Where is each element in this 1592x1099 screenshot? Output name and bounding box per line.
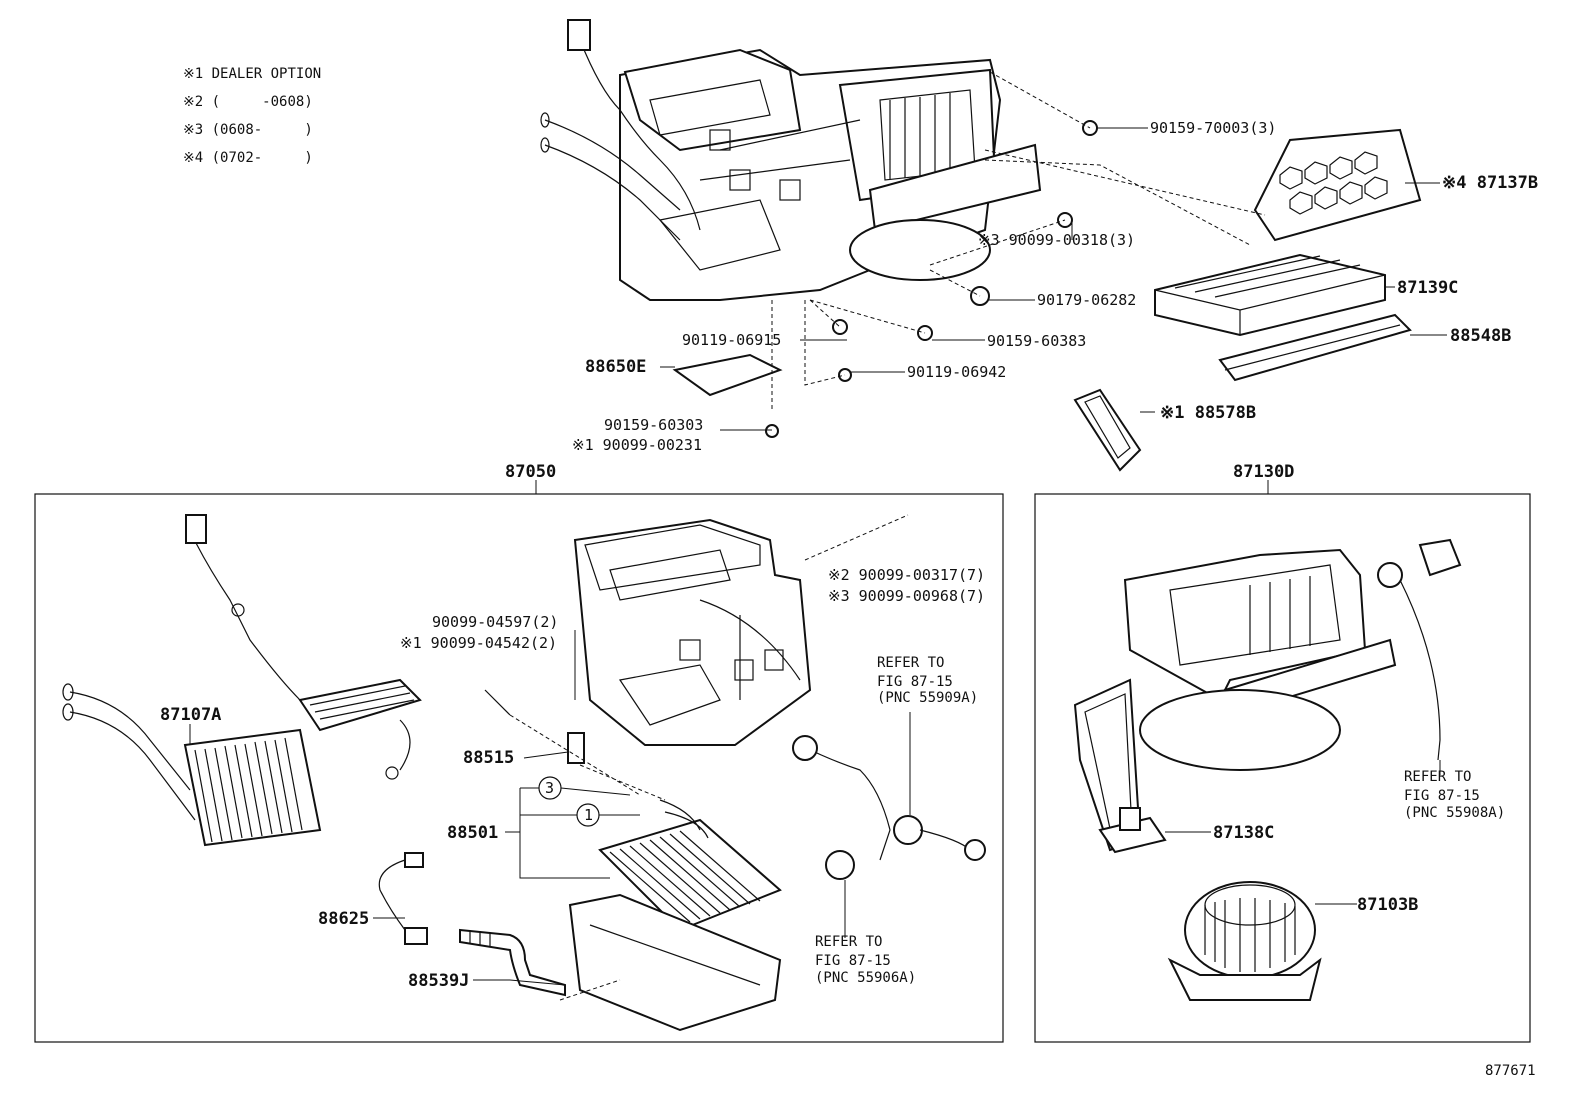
label-88650E: 88650E (585, 357, 646, 377)
heater-case-87050 (573, 518, 812, 746)
servo-motors-87050 (792, 735, 986, 880)
expansion-valve-88515 (484, 689, 585, 764)
ref-55909-line2: FIG 87-15 (877, 674, 953, 690)
heater-core-87107A (62, 683, 322, 847)
legend-1: ※1 DEALER OPTION (183, 66, 321, 82)
callout-1: 1 (584, 806, 593, 824)
leader-lines-top (660, 127, 1447, 431)
hvac-assembly-top (540, 19, 1042, 301)
label-88515: 88515 (463, 748, 514, 768)
filter-cover-87137B (1253, 128, 1422, 242)
ref-55908-line2: FIG 87-15 (1404, 788, 1480, 804)
harness-and-sensor (185, 514, 422, 780)
ref-55908-line1: REFER TO (1404, 769, 1471, 785)
blower-motor-87103B (1167, 881, 1322, 1001)
callout-3: 3 (545, 779, 554, 797)
label-88539J: 88539J (408, 971, 469, 991)
section-87130D: 87130D (1034, 462, 1531, 1043)
label-88501: 88501 (447, 823, 498, 843)
evaporator-88501 (598, 799, 782, 932)
label-88548B: 88548B (1450, 326, 1511, 346)
filter-frame-88548B (1218, 313, 1412, 382)
ref-55909-line1: REFER TO (877, 655, 944, 671)
labels-top: 90159-70003(3) ※4 87137B ※3 90099-00318(… (572, 119, 1538, 454)
servo-motor-87130D (1377, 538, 1462, 761)
label-87050: 87050 (505, 462, 556, 482)
label-90099-04597: 90099-04597(2) (432, 613, 558, 631)
dashed-leaders-top (771, 71, 1266, 410)
resistor-87138C (1098, 807, 1167, 854)
ref-55906-line3: (PNC 55906A) (815, 970, 916, 986)
dashed-leaders-87050 (509, 514, 909, 1001)
air-filter-87139C (1154, 253, 1386, 337)
label-90159-60383: 90159-60383 (987, 332, 1086, 350)
ref-55906-line2: FIG 87-15 (815, 953, 891, 969)
drain-hose-88539J (459, 928, 566, 997)
label-90159-70003: 90159-70003(3) (1150, 119, 1276, 137)
ref-55909-line3: (PNC 55909A) (877, 690, 978, 706)
label-90179-06282: 90179-06282 (1037, 291, 1136, 309)
callouts-87050: 3 1 (505, 776, 640, 879)
section-87050: 87050 (34, 462, 1004, 1043)
legend: ※1 DEALER OPTION ※2 ( -0608) ※3 (0608- )… (183, 66, 321, 166)
ref-55906-line1: REFER TO (815, 934, 882, 950)
figure-id: 877671 (1485, 1063, 1536, 1079)
lower-case (568, 893, 782, 1032)
label-90099-00968: ※3 90099-00968(7) (828, 587, 985, 605)
label-88578B: ※1 88578B (1160, 403, 1256, 423)
labels-87050: ※2 90099-00317(7) ※3 90099-00968(7) 9009… (160, 566, 985, 991)
legend-4: ※4 (0702- ) (183, 150, 313, 166)
label-88625: 88625 (318, 909, 369, 929)
label-90119-06915: 90119-06915 (682, 331, 781, 349)
label-90099-00318: ※3 90099-00318(3) (978, 231, 1135, 249)
label-90159-60303: 90159-60303 (604, 416, 703, 434)
blower-unit-87130D (1073, 548, 1397, 852)
label-87103B: 87103B (1357, 895, 1418, 915)
seal-88578B (1073, 388, 1142, 472)
label-87139C: 87139C (1397, 278, 1458, 298)
thermistor-88625 (378, 852, 428, 945)
label-90099-00317: ※2 90099-00317(7) (828, 566, 985, 584)
label-90119-06942: 90119-06942 (907, 363, 1006, 381)
label-87130D: 87130D (1233, 462, 1294, 482)
legend-2: ※2 ( -0608) (183, 94, 313, 110)
label-90099-04542: ※1 90099-04542(2) (400, 634, 557, 652)
label-87107A: 87107A (160, 705, 221, 725)
legend-3: ※3 (0608- ) (183, 122, 313, 138)
leader-lines-87050 (189, 630, 911, 986)
leader-lines-87130D (1165, 760, 1441, 905)
labels-87130D: 87138C 87103B REFER TO FIG 87-15 (PNC 55… (1213, 769, 1505, 915)
ref-55908-line3: (PNC 55908A) (1404, 805, 1505, 821)
label-87137B: ※4 87137B (1442, 173, 1538, 193)
label-87138C: 87138C (1213, 823, 1274, 843)
label-90099-00231: ※1 90099-00231 (572, 436, 702, 454)
